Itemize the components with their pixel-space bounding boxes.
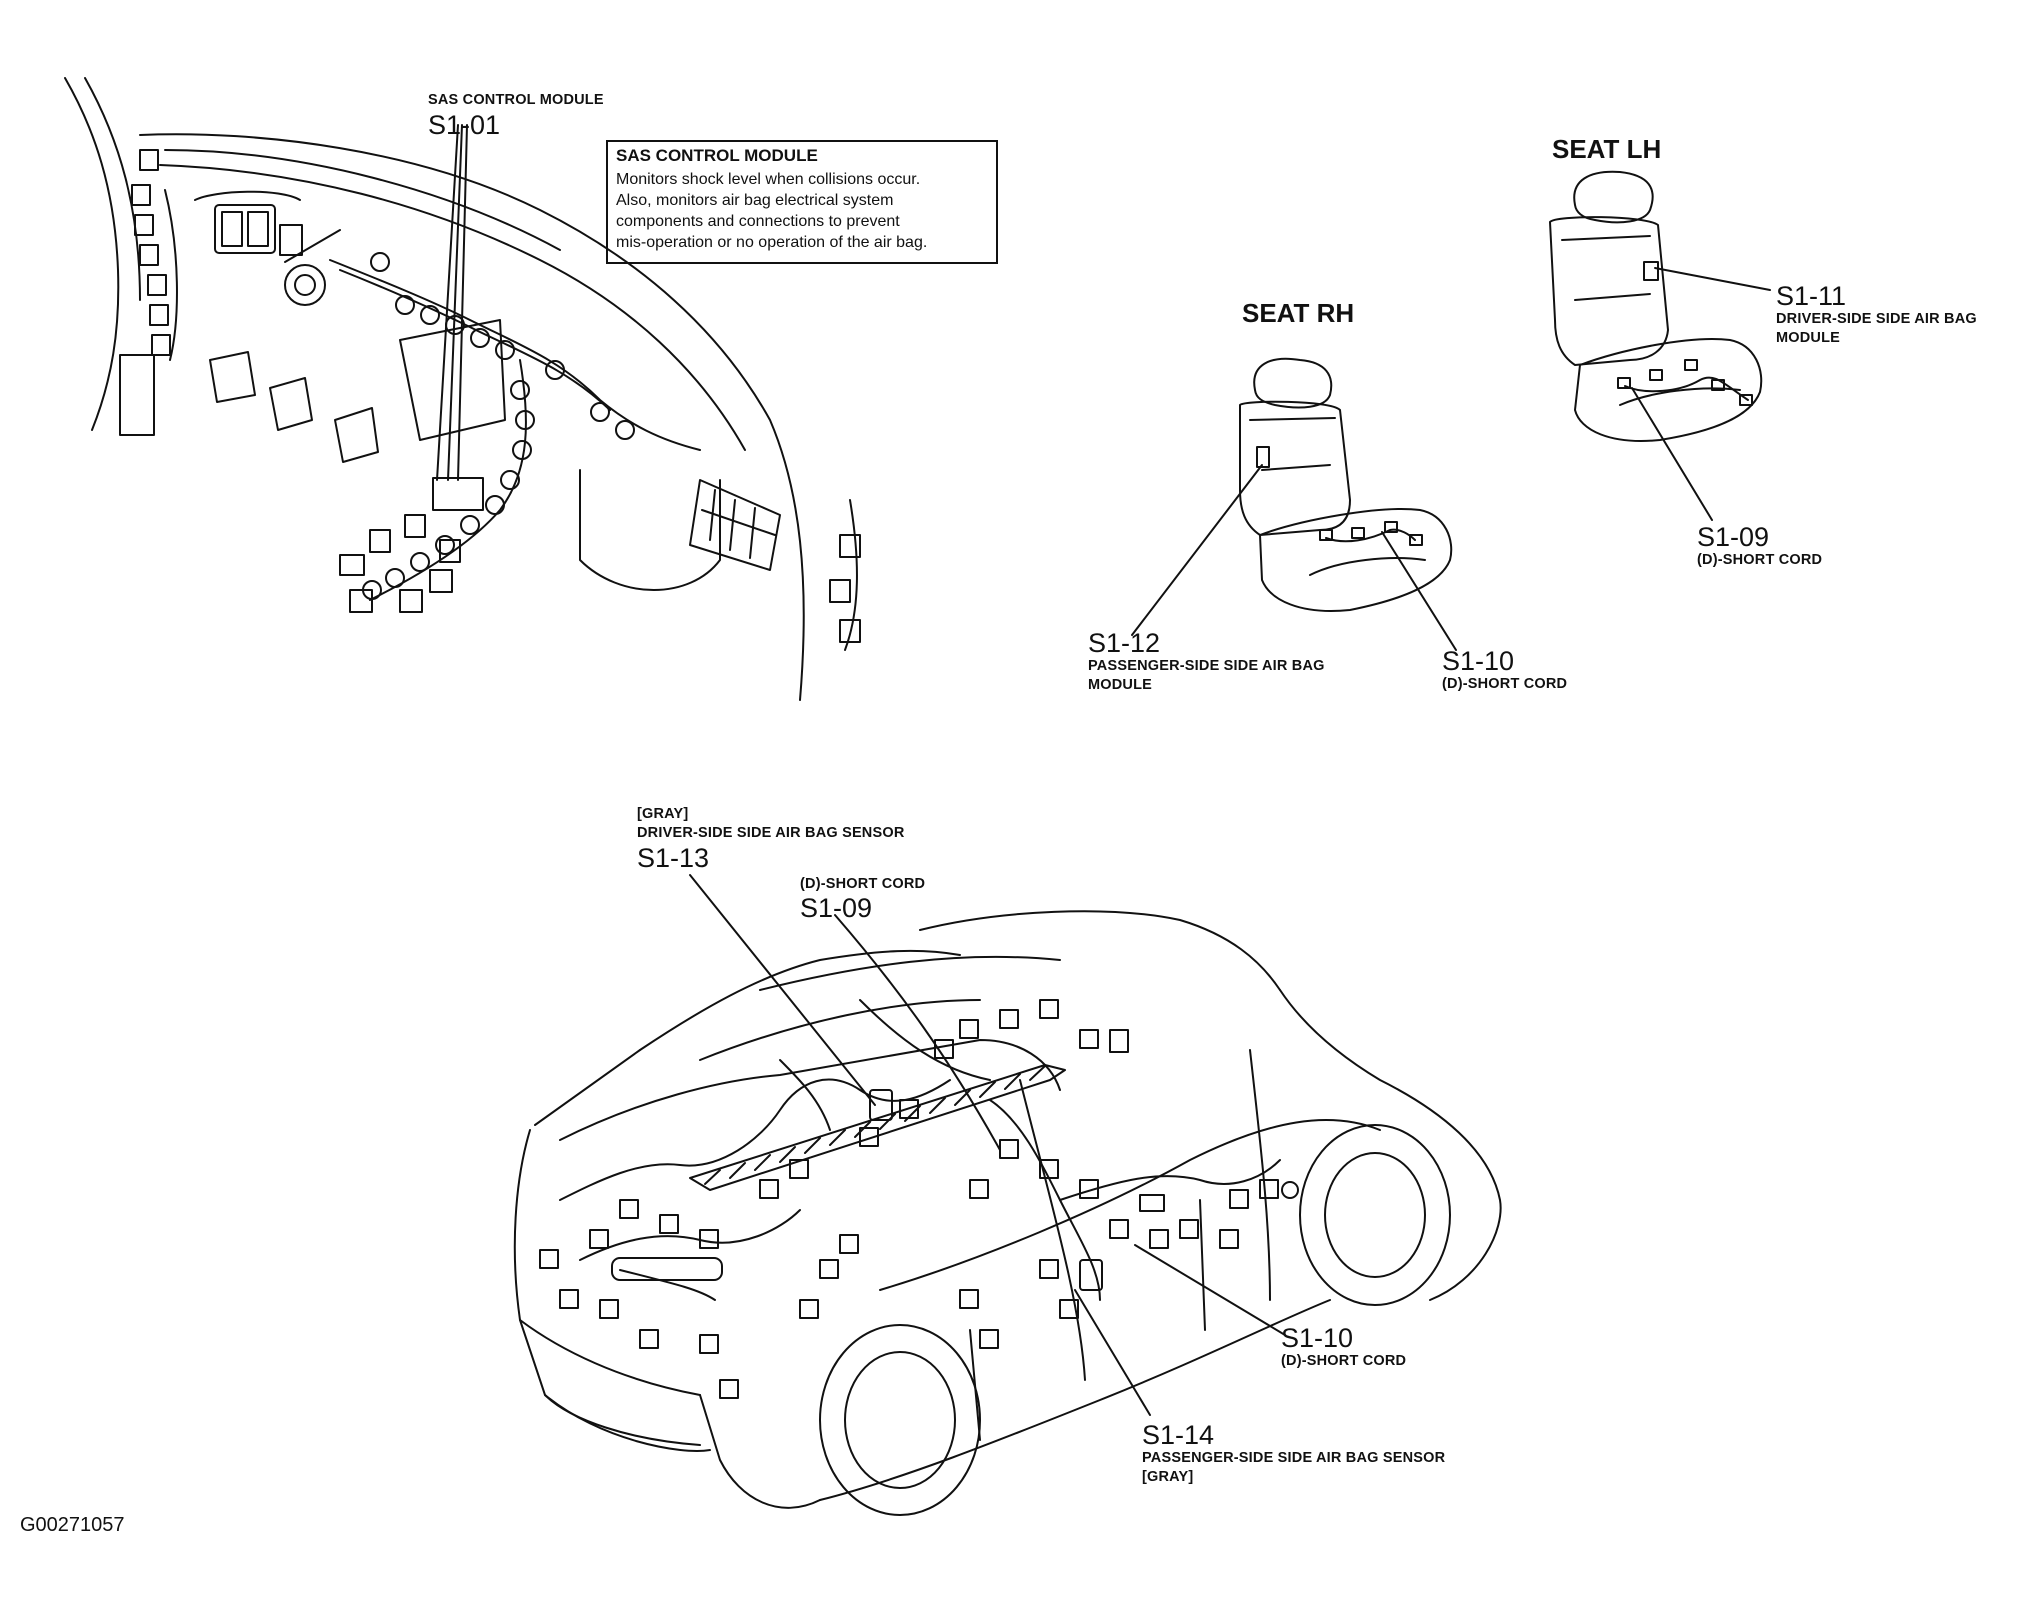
s1-12-code: S1-12: [1088, 628, 1161, 658]
s1-14-color: [GRAY]: [1142, 1469, 1194, 1485]
info-box-line: mis-operation or no operation of the air…: [616, 234, 928, 251]
s1-11-desc: DRIVER-SIDE SIDE AIR BAG: [1776, 311, 1977, 327]
sas-module-small-label: SAS CONTROL MODULE: [428, 92, 604, 108]
s1-13-desc: DRIVER-SIDE SIDE AIR BAG SENSOR: [637, 825, 905, 841]
car-s1-09-code: S1-09: [800, 893, 873, 923]
s1-13-code: S1-13: [637, 843, 710, 873]
s1-12-desc: MODULE: [1088, 677, 1153, 693]
car-illustration: [513, 874, 1502, 1516]
seat-lh-title: SEAT LH: [1552, 134, 1662, 164]
info-box-line: Also, monitors air bag electrical system: [616, 192, 894, 209]
seat-rh-title: SEAT RH: [1242, 298, 1355, 328]
s1-09-code: S1-09: [1697, 522, 1770, 552]
s1-10-code: S1-10: [1442, 646, 1515, 676]
info-box-title: SAS CONTROL MODULE: [616, 146, 818, 165]
s1-12-desc: PASSENGER-SIDE SIDE AIR BAG: [1088, 658, 1325, 674]
car-s1-10-desc: (D)-SHORT CORD: [1281, 1353, 1407, 1369]
s1-10-desc: (D)-SHORT CORD: [1442, 676, 1568, 692]
sas-info-box: SAS CONTROL MODULE Monitors shock level …: [606, 140, 998, 264]
car-s1-09-desc: (D)-SHORT CORD: [800, 876, 926, 892]
info-box-line: Monitors shock level when collisions occ…: [616, 171, 921, 188]
s1-09-desc: (D)-SHORT CORD: [1697, 552, 1823, 568]
s1-13-color: [GRAY]: [637, 806, 689, 822]
car-s1-10-code: S1-10: [1281, 1323, 1354, 1353]
s1-14-desc: PASSENGER-SIDE SIDE AIR BAG SENSOR: [1142, 1450, 1446, 1466]
info-box-line: components and connections to prevent: [616, 213, 900, 230]
seat-lh-illustration: [1549, 170, 1771, 521]
s1-14-code: S1-14: [1142, 1420, 1215, 1450]
seat-rh-illustration: [1131, 357, 1457, 651]
figure-id: G00271057: [20, 1514, 125, 1536]
s1-01-code: S1-01: [428, 110, 501, 140]
dashboard-illustration: [64, 77, 861, 701]
s1-11-code: S1-11: [1776, 281, 1847, 311]
s1-11-desc: MODULE: [1776, 330, 1841, 346]
